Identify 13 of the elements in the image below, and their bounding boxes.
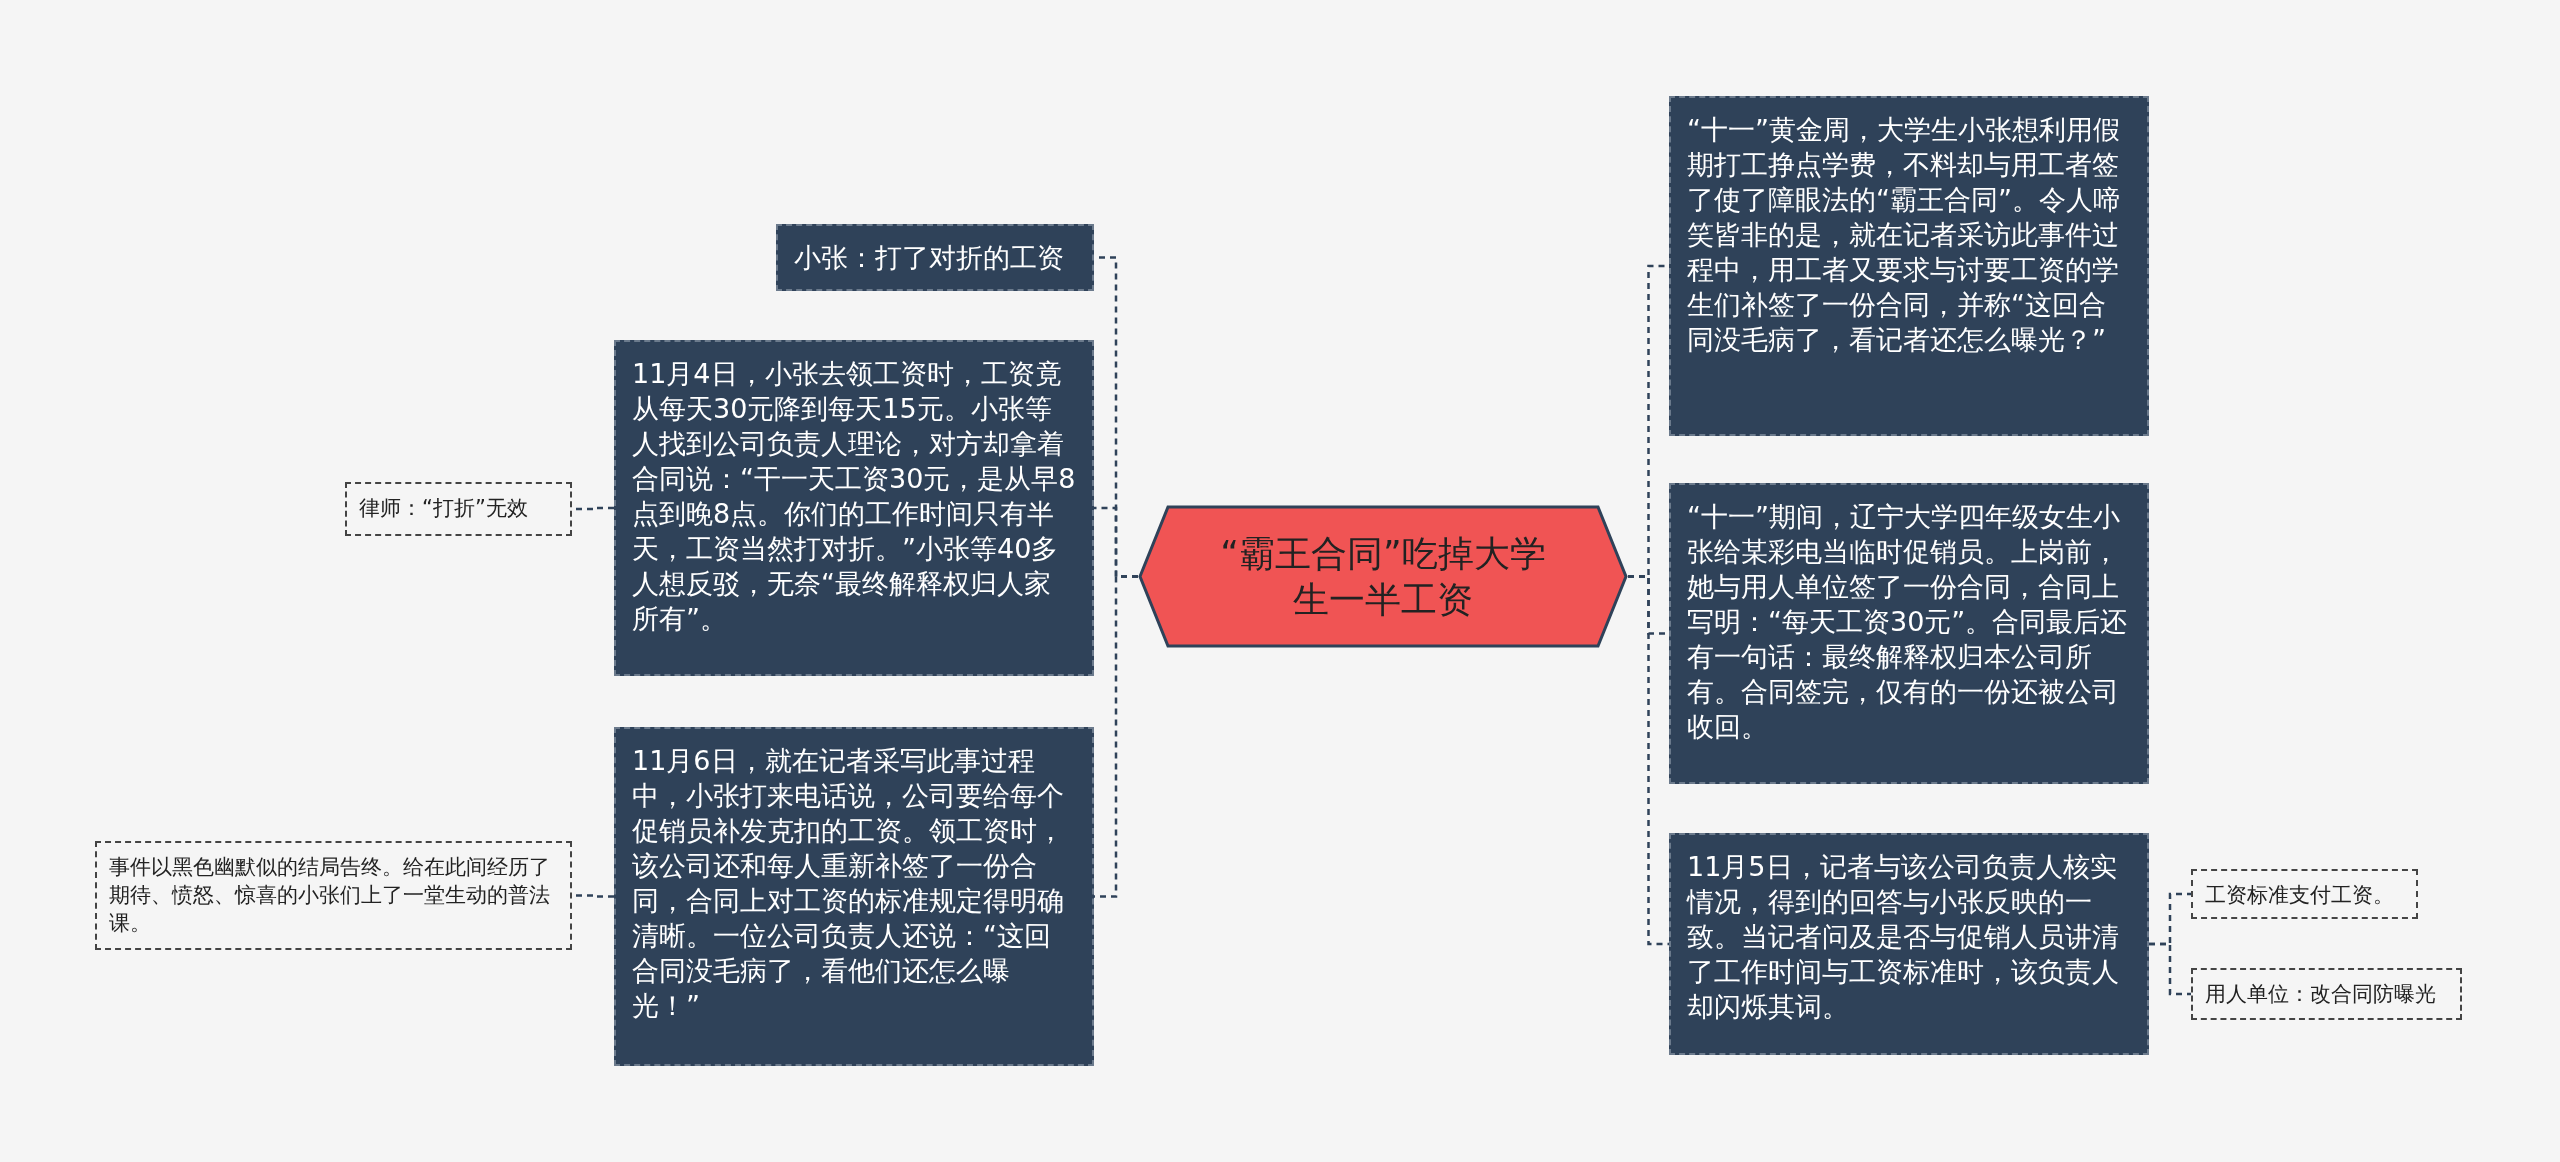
topic-box: 11月6日，就在记者采写此事过程中，小张打来电话说，公司要给每个促销员补发克扣的工资。领工资时，该公司还和每人重新补签了一份合同，合同上对工资的标准规定得明确清晰。一位公司负责人还说：“这回合同没毛病了，看他们还怎么曝光！” — [614, 727, 1094, 1066]
subtopic-box: 律师：“打折”无效 — [345, 482, 572, 536]
topic-box: 11月5日，记者与该公司负责人核实情况，得到的回答与小张反映的一致。当记者问及是否与促销人员讲清了工作时间与工资标准时，该负责人却闪烁其词。 — [1669, 833, 2149, 1055]
subtopic-box: 用人单位：改合同防曝光 — [2191, 968, 2462, 1020]
topic-box: “十一”黄金周，大学生小张想利用假期打工挣点学费，不料却与用工者签了使了障眼法的“霸王合同”。令人啼笑皆非的是，就在记者采访此事件过程中，用工者又要求与讨要工资的学生们补签了一份合同，并称“这回合同没毛病了，看记者还怎么曝光？” — [1669, 96, 2149, 436]
central-topic-hexagon: “霸王合同”吃掉大学生一半工资 — [1138, 505, 1628, 648]
subtopic-box: 工资标准支付工资。 — [2191, 869, 2418, 919]
topic-box: 11月4日，小张去领工资时，工资竟从每天30元降到每天15元。小张等人找到公司负责人理论，对方却拿着合同说：“干一天工资30元，是从早8点到晚8点。你们的工作时间只有半天，工资当然打对折。”小张等40多人想反驳，无奈“最终解释权归人家所有”。 — [614, 340, 1094, 676]
topic-box: “十一”期间，辽宁大学四年级女生小张给某彩电当临时促销员。上岗前，她与用人单位签了一份合同，合同上写明：“每天工资30元”。合同最后还有一句话：最终解释权归本公司所有。合同签完，仅有的一份还被公司收回。 — [1669, 483, 2149, 784]
topic-box: 小张：打了对折的工资 — [776, 224, 1094, 291]
subtopic-box: 事件以黑色幽默似的结局告终。给在此间经历了期待、愤怒、惊喜的小张们上了一堂生动的普法课。 — [95, 841, 572, 950]
connector-line — [2149, 942, 2191, 996]
connector-line — [1628, 575, 1669, 946]
